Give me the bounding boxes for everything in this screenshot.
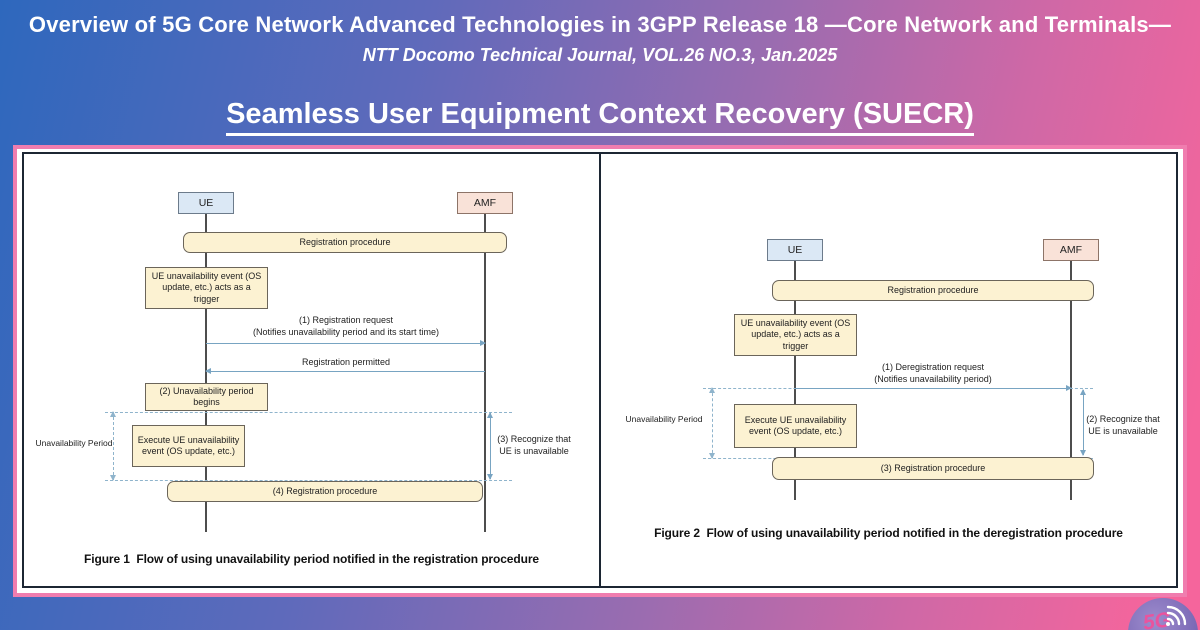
slide-title: Overview of 5G Core Network Advanced Tec… [28, 12, 1172, 37]
final-procedure-box: (3) Registration procedure [772, 457, 1094, 480]
amf-actor-box: AMF [1043, 239, 1099, 261]
recognize-line1: (3) Recognize that [497, 434, 571, 444]
figure1-caption: Figure 1 Flow of using unavailability pe… [84, 552, 539, 566]
recognize-line2: UE is unavailable [1088, 425, 1158, 436]
figure2-panel: UE AMF Registration procedure UE unavail… [599, 152, 1178, 588]
message1-line2: (Notifies unavailability period) [874, 373, 992, 384]
message1-label: (1) Deregistration request (Notifies una… [783, 362, 1083, 385]
final-procedure-box: (4) Registration procedure [167, 481, 483, 502]
trigger-note-box: UE unavailability event (OS update, etc.… [734, 314, 857, 356]
registration-procedure-box: Registration procedure [183, 232, 507, 253]
journal-subtitle: NTT Docomo Technical Journal, VOL.26 NO.… [362, 45, 838, 65]
arrowhead-right-icon [480, 340, 486, 347]
amf-recognize-span-arrow [1080, 389, 1087, 456]
unavailability-span-arrow [110, 411, 117, 481]
arrowhead-up-icon [709, 387, 716, 393]
figure1-panel: UE AMF Registration procedure UE unavail… [22, 152, 601, 588]
trigger-note-box: UE unavailability event (OS update, etc.… [145, 267, 268, 309]
amf-actor-box: AMF [457, 192, 513, 214]
figures-panel: UE AMF Registration procedure UE unavail… [13, 145, 1187, 597]
arrowhead-down-icon [487, 474, 494, 480]
registration-procedure-box: Registration procedure [772, 280, 1094, 301]
arrowhead-right-icon [1066, 385, 1072, 392]
arrowhead-down-icon [709, 453, 716, 459]
registration-permitted-arrow [205, 368, 485, 375]
amf-lifeline [1070, 261, 1072, 500]
arrowhead-up-icon [110, 411, 117, 417]
ue-actor-box: UE [767, 239, 823, 261]
message2-label: Registration permitted [301, 357, 391, 367]
recognize-label: (2) Recognize that UE is unavailable [1077, 414, 1169, 437]
unavailability-period-label: Unavailability Period [625, 414, 703, 424]
step2-note-box: (2) Unavailability period begins [145, 383, 268, 411]
execute-note-box: Execute UE unavailability event (OS upda… [132, 425, 245, 467]
message1-label: (1) Registration request (Notifies unava… [196, 315, 496, 338]
message1-line1: (1) Deregistration request [881, 362, 985, 372]
wifi-icon [1166, 605, 1187, 626]
section-heading-text: Seamless User Equipment Context Recovery… [226, 98, 974, 136]
recognize-line2: UE is unavailable [499, 445, 569, 456]
unavailability-end-line [105, 480, 512, 481]
unavailability-start-line [105, 412, 512, 413]
figure2-caption: Figure 2 Flow of using unavailability pe… [654, 526, 1123, 540]
message1-line1: (1) Registration request [298, 315, 394, 325]
amf-lifeline [484, 214, 486, 532]
unavailability-period-label: Unavailability Period [35, 438, 113, 448]
recognize-line1: (2) Recognize that [1086, 414, 1160, 424]
registration-request-arrow [206, 340, 486, 347]
arrowhead-left-icon [205, 368, 211, 375]
recognize-label: (3) Recognize that UE is unavailable [488, 434, 580, 457]
execute-note-box: Execute UE unavailability event (OS upda… [734, 404, 857, 448]
message1-line2: (Notifies unavailability period and its … [252, 326, 440, 337]
ue-actor-box: UE [178, 192, 234, 214]
arrowhead-up-icon [487, 412, 494, 418]
section-heading: Seamless User Equipment Context Recovery… [0, 98, 1200, 136]
amf-recognize-span-arrow [487, 412, 494, 480]
arrowhead-down-icon [110, 475, 117, 481]
ue-lifeline [794, 261, 796, 500]
unavailability-span-arrow [709, 387, 716, 459]
arrowhead-down-icon [1080, 450, 1087, 456]
arrowhead-up-icon [1080, 389, 1087, 395]
docomo-5g-logo: 5G [1128, 598, 1198, 630]
deregistration-request-arrow [795, 385, 1072, 392]
